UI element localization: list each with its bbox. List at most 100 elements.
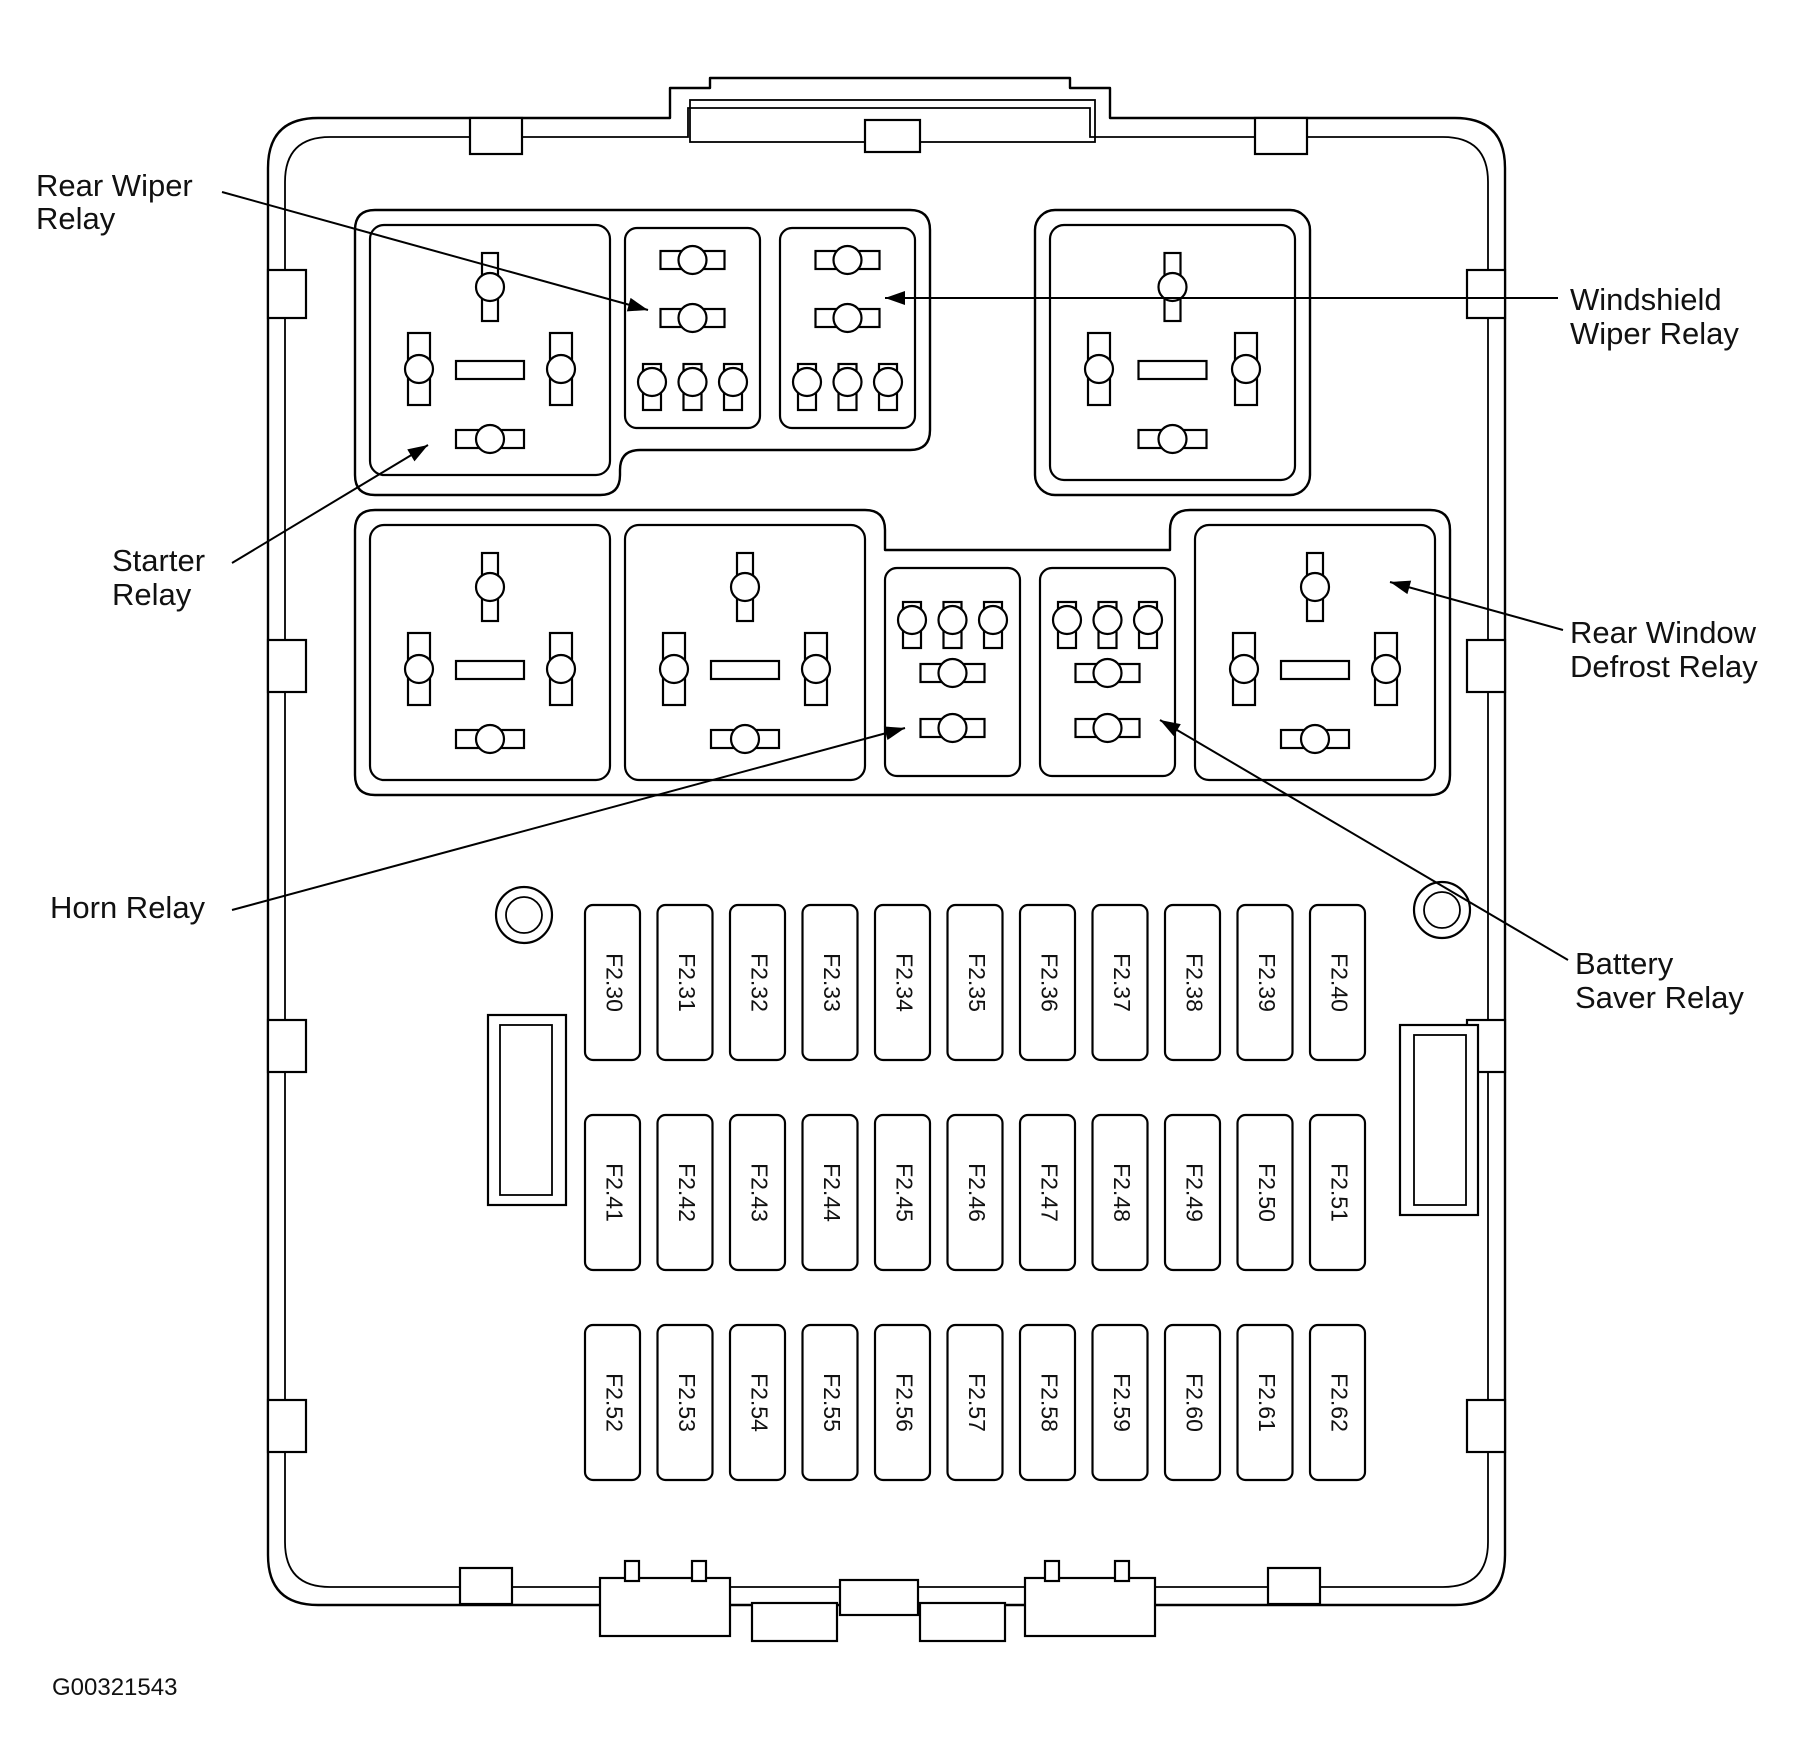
fuse-label: F2.53 bbox=[674, 1373, 700, 1432]
fuse: F2.57 bbox=[946, 1323, 1004, 1482]
fuse: F2.32 bbox=[728, 903, 787, 1062]
fuse-label: F2.42 bbox=[674, 1163, 700, 1222]
fuse: F2.34 bbox=[873, 903, 932, 1062]
leader-rear-window-defrost-relay bbox=[1389, 581, 1564, 631]
fuse-label: F2.51 bbox=[1326, 1163, 1352, 1222]
starter-relay bbox=[368, 223, 612, 477]
arrowhead bbox=[885, 291, 905, 305]
label-windshield-wiper-relay-line2: Wiper Relay bbox=[1570, 316, 1739, 351]
fuse-label: F2.31 bbox=[674, 953, 700, 1012]
fuse-label: F2.57 bbox=[964, 1373, 990, 1432]
horn-relay bbox=[883, 566, 1022, 778]
fuse: F2.53 bbox=[656, 1323, 714, 1482]
arrowhead bbox=[883, 726, 905, 740]
fuse-row: F2.41 F2.42 F2.43 F2.44 F2.45 F2.46 F2.47 F2.48… bbox=[583, 1113, 1367, 1272]
fuse: F2.40 bbox=[1308, 903, 1367, 1062]
fuse-label: F2.34 bbox=[891, 953, 917, 1012]
fuse-label: F2.49 bbox=[1181, 1163, 1207, 1222]
label-windshield-wiper-relay-line1: Windshield bbox=[1570, 282, 1722, 317]
fuse: F2.33 bbox=[801, 903, 859, 1062]
fuse: F2.37 bbox=[1091, 903, 1149, 1062]
relay-socket-top-right bbox=[1048, 223, 1297, 482]
fuse-label: F2.46 bbox=[964, 1163, 990, 1222]
fuse-row: F2.52 F2.53 F2.54 F2.55 F2.56 F2.57 F2.58 F2.59… bbox=[583, 1323, 1367, 1482]
leader-lines bbox=[221, 191, 1569, 961]
fuse-grid: F2.30 F2.31 F2.32 F2.33 F2.34 F2.35 F2.36 F2.37… bbox=[583, 903, 1367, 1482]
leader-battery-saver-relay bbox=[1159, 719, 1569, 961]
fuse: F2.58 bbox=[1018, 1323, 1077, 1482]
fuse: F2.51 bbox=[1308, 1113, 1367, 1272]
fuse: F2.52 bbox=[583, 1323, 642, 1482]
label-rear-window-defrost-relay-line2: Defrost Relay bbox=[1570, 649, 1758, 684]
arrowheads bbox=[407, 291, 1412, 740]
label-horn-relay: Horn Relay bbox=[50, 890, 206, 925]
label-starter-relay-line1: Starter bbox=[112, 543, 205, 578]
fuse: F2.48 bbox=[1091, 1113, 1149, 1272]
fuse: F2.36 bbox=[1018, 903, 1077, 1062]
fuse-label: F2.33 bbox=[819, 953, 845, 1012]
arrowhead bbox=[1390, 580, 1412, 595]
arrowhead bbox=[626, 297, 648, 312]
fuse: F2.45 bbox=[873, 1113, 932, 1272]
label-battery-saver-relay-line1: Battery bbox=[1575, 946, 1674, 981]
fuse: F2.56 bbox=[873, 1323, 932, 1482]
relay-sockets bbox=[368, 223, 1437, 782]
fuse: F2.39 bbox=[1236, 903, 1294, 1062]
fuse: F2.31 bbox=[656, 903, 714, 1062]
fuse: F2.41 bbox=[583, 1113, 642, 1272]
figure-id: G00321543 bbox=[52, 1674, 177, 1701]
fuse: F2.60 bbox=[1163, 1323, 1222, 1482]
leader-starter-relay bbox=[231, 444, 429, 564]
fuse-label: F2.54 bbox=[746, 1373, 772, 1432]
fuse-label: F2.47 bbox=[1036, 1163, 1062, 1222]
fuse-label: F2.60 bbox=[1181, 1373, 1207, 1432]
fuse: F2.61 bbox=[1236, 1323, 1294, 1482]
label-rear-wiper-relay-line1: Rear Wiper bbox=[36, 168, 193, 203]
fuse: F2.59 bbox=[1091, 1323, 1149, 1482]
fuse-label: F2.59 bbox=[1109, 1373, 1135, 1432]
fuse-label: F2.62 bbox=[1326, 1373, 1352, 1432]
fuse: F2.54 bbox=[728, 1323, 787, 1482]
fuse-label: F2.61 bbox=[1254, 1373, 1280, 1432]
fuse: F2.49 bbox=[1163, 1113, 1222, 1272]
fuse-label: F2.50 bbox=[1254, 1163, 1280, 1222]
fuse-label: F2.52 bbox=[601, 1373, 627, 1432]
fuse-label: F2.32 bbox=[746, 953, 772, 1012]
fuse-label: F2.48 bbox=[1109, 1163, 1135, 1222]
windshield-wiper-relay bbox=[778, 226, 917, 430]
label-battery-saver-relay-line2: Saver Relay bbox=[1575, 980, 1744, 1015]
fuse-label: F2.36 bbox=[1036, 953, 1062, 1012]
rear-window-defrost-relay bbox=[1193, 523, 1437, 782]
fuse-label: F2.30 bbox=[601, 953, 627, 1012]
label-rear-wiper-relay-line2: Relay bbox=[36, 201, 116, 236]
fuse: F2.44 bbox=[801, 1113, 859, 1272]
fuse-label: F2.40 bbox=[1326, 953, 1352, 1012]
fuse-label: F2.56 bbox=[891, 1373, 917, 1432]
fuse-label: F2.35 bbox=[964, 953, 990, 1012]
battery-saver-relay bbox=[1038, 566, 1177, 778]
fuse: F2.35 bbox=[946, 903, 1004, 1062]
fuse-label: F2.45 bbox=[891, 1163, 917, 1222]
label-rear-window-defrost-relay-line1: Rear Window bbox=[1570, 615, 1757, 650]
fuse-label: F2.44 bbox=[819, 1163, 845, 1222]
fuse: F2.62 bbox=[1308, 1323, 1367, 1482]
fuse-box-housing bbox=[266, 76, 1507, 1643]
fuse-label: F2.38 bbox=[1181, 953, 1207, 1012]
rear-wiper-relay bbox=[623, 226, 762, 430]
arrowhead bbox=[1160, 720, 1181, 737]
fuse-label: F2.43 bbox=[746, 1163, 772, 1222]
relay-socket-middle-1 bbox=[368, 523, 612, 782]
leader-horn-relay bbox=[231, 727, 906, 911]
fuse-label: F2.55 bbox=[819, 1373, 845, 1432]
leader-rear-wiper-relay bbox=[221, 191, 649, 311]
fuse: F2.55 bbox=[801, 1323, 859, 1482]
fuse-label: F2.39 bbox=[1254, 953, 1280, 1012]
fuse: F2.42 bbox=[656, 1113, 714, 1272]
fuse: F2.46 bbox=[946, 1113, 1004, 1272]
fuse: F2.50 bbox=[1236, 1113, 1294, 1272]
label-starter-relay-line2: Relay bbox=[112, 577, 192, 612]
arrowhead bbox=[407, 445, 428, 462]
relay-socket-middle-2 bbox=[623, 523, 867, 782]
fuse-label: F2.37 bbox=[1109, 953, 1135, 1012]
fuse: F2.30 bbox=[583, 903, 642, 1062]
